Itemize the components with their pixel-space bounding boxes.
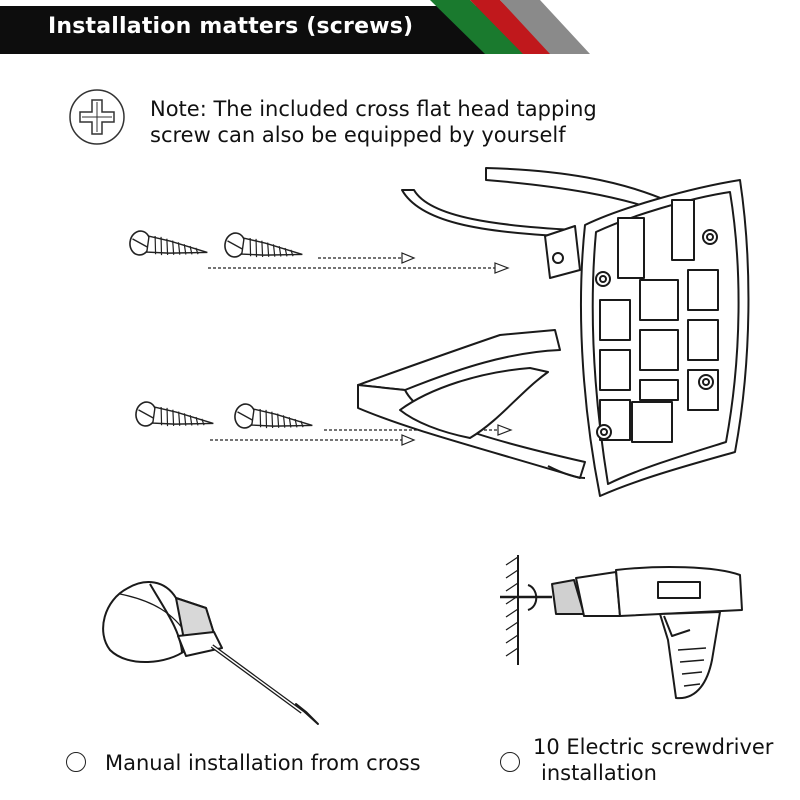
bracket-drawing — [357, 167, 750, 497]
header-banner-shape — [0, 0, 590, 54]
screwdriver-drawing — [102, 581, 319, 725]
header-banner: Installation matters (screws) — [0, 0, 800, 58]
screw-icon — [127, 228, 210, 266]
page-title: Installation matters (screws) — [48, 14, 414, 39]
note-line-2: screw can also be equipped by yourself — [150, 123, 566, 147]
option-electric-label-line2: installation — [541, 761, 657, 785]
option-electric-label-line1: 10 Electric screwdriver — [533, 735, 774, 759]
screw-icon — [232, 401, 315, 439]
cross-screw-head-icon — [69, 89, 125, 145]
option-manual-radio[interactable] — [66, 752, 86, 772]
electric-drill-drawing — [500, 555, 743, 700]
screw-icon — [222, 230, 305, 268]
screw-icon — [133, 399, 216, 437]
option-electric-radio[interactable] — [500, 752, 520, 772]
option-manual-label: Manual installation from cross — [105, 751, 421, 775]
note-line-1: Note: The included cross flat head tappi… — [150, 97, 597, 121]
note-text: Note: The included cross flat head tappi… — [150, 96, 597, 148]
